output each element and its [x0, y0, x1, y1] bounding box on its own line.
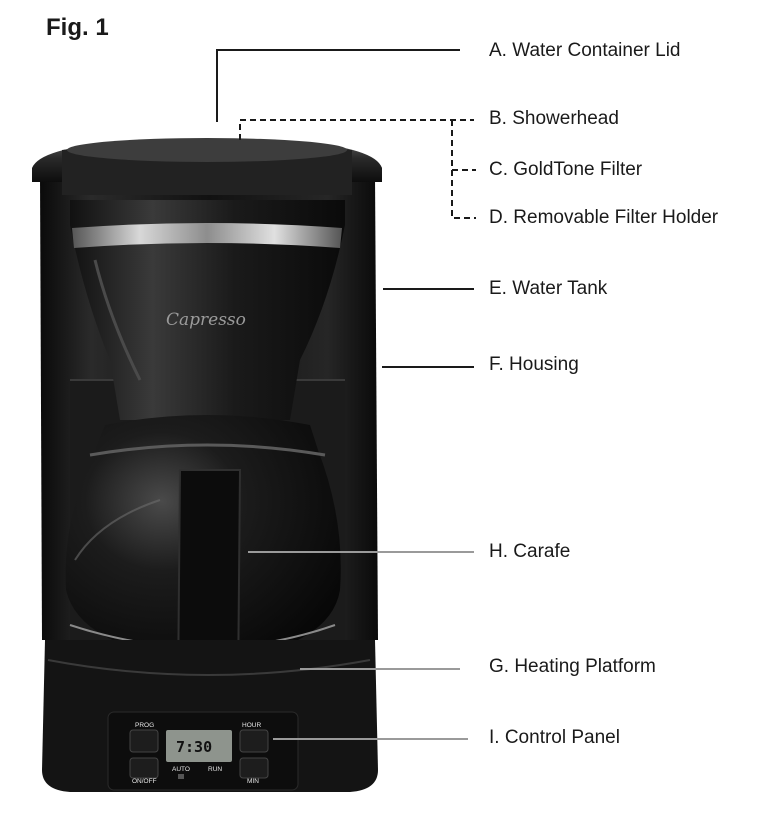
- filter-holder: Capresso: [70, 200, 345, 420]
- brand-logo: Capresso: [166, 310, 246, 330]
- leader-line-b: [239, 119, 474, 140]
- label-heating-platform: G. Heating Platform: [489, 656, 656, 677]
- label-housing: F. Housing: [489, 354, 579, 375]
- hour-button[interactable]: [239, 729, 269, 753]
- label-control-panel: I. Control Panel: [489, 727, 620, 748]
- control-panel: 7:30 PROG HOUR ON/OFF MIN AUTO RUN: [107, 711, 299, 791]
- on-off-label: ON/OFF: [132, 778, 157, 785]
- prog-button[interactable]: [129, 729, 159, 753]
- leader-line-a: [216, 49, 460, 122]
- on-off-button[interactable]: [129, 757, 159, 779]
- leader-line-c: [451, 120, 476, 171]
- min-label: MIN: [247, 778, 259, 785]
- figure-title: Fig. 1: [46, 14, 109, 41]
- label-showerhead: B. Showerhead: [489, 108, 619, 129]
- lcd-time: 7:30: [176, 738, 212, 756]
- hour-label: HOUR: [242, 722, 261, 729]
- label-removable-filter-holder: D. Removable Filter Holder: [489, 207, 719, 228]
- label-goldtone-filter: C. GoldTone Filter: [489, 159, 643, 180]
- prog-label: PROG: [135, 722, 154, 729]
- leader-line-d: [451, 170, 476, 219]
- run-label: RUN: [208, 766, 222, 773]
- min-button[interactable]: [239, 757, 269, 779]
- auto-label: AUTO: [172, 766, 190, 773]
- label-water-tank: E. Water Tank: [489, 278, 608, 299]
- label-water-container-lid: A. Water Container Lid: [489, 40, 681, 61]
- lcd-display: [166, 730, 232, 762]
- label-carafe: H. Carafe: [489, 541, 571, 562]
- carafe: [65, 415, 341, 697]
- auto-indicator-light: [178, 774, 184, 779]
- water-container-lid: [32, 138, 382, 195]
